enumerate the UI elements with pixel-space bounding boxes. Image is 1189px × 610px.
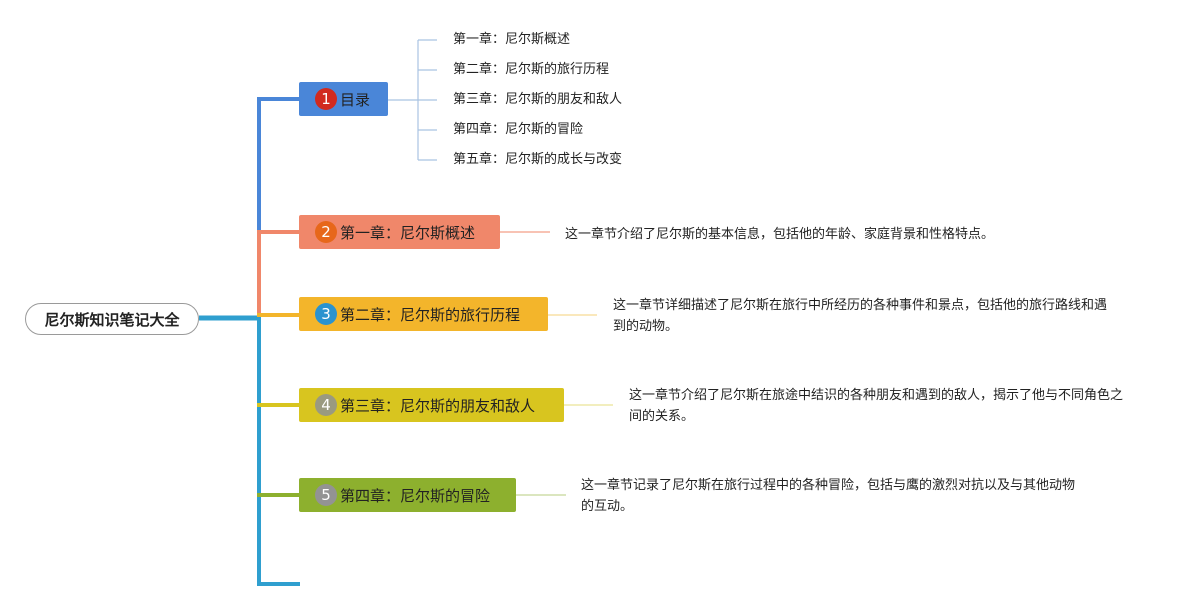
- chapter-note[interactable]: 这一章节记录了尼尔斯在旅行过程中的各种冒险，包括与鹰的激烈对抗以及与其他动物的互…: [581, 478, 1076, 514]
- root-label: 尼尔斯知识笔记大全: [44, 310, 180, 329]
- toc-item[interactable]: 第五章：尼尔斯的成长与改变: [453, 152, 623, 167]
- topic-node-chapter-2[interactable]: 3 第二章：尼尔斯的旅行历程: [299, 297, 548, 331]
- root-node[interactable]: 尼尔斯知识笔记大全: [25, 303, 199, 335]
- topic-label: 第一章：尼尔斯概述: [340, 223, 476, 242]
- toc-item[interactable]: 第三章：尼尔斯的朋友和敌人: [453, 92, 623, 107]
- topic-label: 第四章：尼尔斯的冒险: [340, 486, 491, 505]
- chapter-note[interactable]: 这一章节介绍了尼尔斯的基本信息，包括他的年龄、家庭背景和性格特点。: [565, 227, 995, 242]
- topic-node-chapter-1[interactable]: 2 第一章：尼尔斯概述: [299, 215, 500, 249]
- topic-node-chapter-4[interactable]: 5 第四章：尼尔斯的冒险: [299, 478, 516, 512]
- topic-node-chapter-3[interactable]: 4 第三章：尼尔斯的朋友和敌人: [299, 388, 564, 422]
- toc-item[interactable]: 第二章：尼尔斯的旅行历程: [453, 62, 610, 77]
- topic-label: 第三章：尼尔斯的朋友和敌人: [340, 396, 536, 415]
- toc-item[interactable]: 第四章：尼尔斯的冒险: [453, 122, 584, 137]
- toc-item[interactable]: 第一章：尼尔斯概述: [453, 32, 571, 47]
- topic-number-badge: 5: [315, 484, 337, 506]
- topic-number-badge: 3: [315, 303, 337, 325]
- topic-label: 第二章：尼尔斯的旅行历程: [340, 305, 521, 324]
- topic-label: 目录: [340, 90, 371, 109]
- topic-node-toc[interactable]: 1 目录: [299, 82, 388, 116]
- chapter-note[interactable]: 这一章节详细描述了尼尔斯在旅行中所经历的各种事件和景点，包括他的旅行路线和遇到的…: [613, 298, 1108, 334]
- topic-number-badge: 1: [315, 88, 337, 110]
- topic-number-badge: 2: [315, 221, 337, 243]
- topic-number-badge: 4: [315, 394, 337, 416]
- chapter-note[interactable]: 这一章节介绍了尼尔斯在旅途中结识的各种朋友和遇到的敌人，揭示了他与不同角色之间的…: [629, 388, 1124, 424]
